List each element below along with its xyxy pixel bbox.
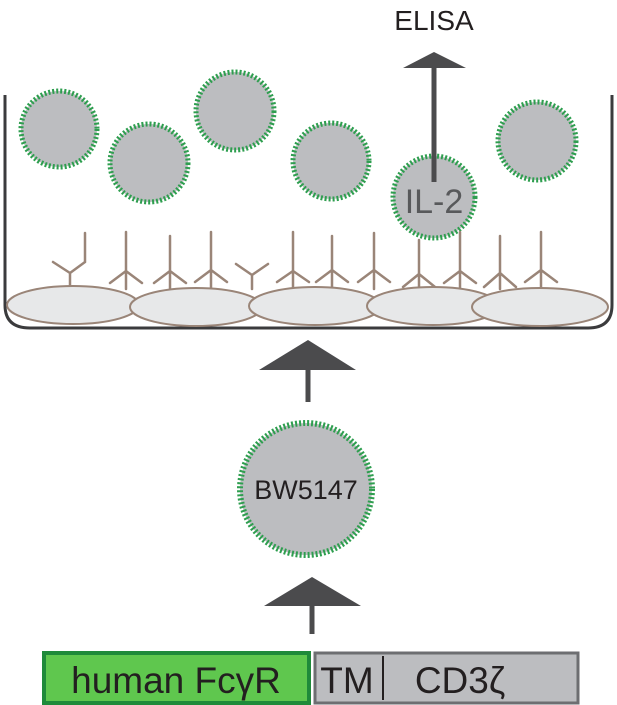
reporter-cell bbox=[18, 88, 100, 170]
target-cell bbox=[471, 287, 609, 327]
reporter-cell bbox=[495, 99, 579, 183]
antibody bbox=[401, 238, 437, 291]
antibody bbox=[442, 230, 478, 291]
antibody bbox=[152, 234, 188, 291]
target-cell bbox=[129, 287, 263, 327]
receptor-domain-label: human FcγR bbox=[71, 660, 281, 701]
target-cell bbox=[6, 285, 140, 325]
receptor-domain-box bbox=[42, 651, 311, 705]
antibody bbox=[275, 230, 311, 291]
antibody bbox=[51, 231, 87, 291]
upper-arrow-head bbox=[259, 340, 356, 370]
reporter-cells-supernatant bbox=[18, 69, 579, 241]
bw5147-label: BW5147 bbox=[254, 475, 358, 505]
target-cell bbox=[248, 286, 382, 326]
elisa-arrow-head bbox=[403, 52, 466, 68]
reporter-cell bbox=[193, 69, 277, 153]
antibody bbox=[193, 230, 229, 291]
antibody bbox=[314, 234, 350, 291]
lower-arrow-head bbox=[264, 577, 361, 606]
reporter-cell bbox=[107, 121, 191, 205]
elisa-label: ELISA bbox=[394, 5, 474, 36]
antibody bbox=[356, 231, 392, 291]
antibody bbox=[482, 234, 518, 291]
il2-label: IL-2 bbox=[405, 183, 464, 221]
antibody bbox=[523, 230, 559, 291]
target-cells bbox=[6, 285, 609, 327]
antibodies bbox=[51, 230, 559, 291]
bw5147-cell bbox=[237, 420, 375, 558]
culture-well bbox=[3, 95, 614, 330]
antibody bbox=[234, 262, 270, 291]
reporter-cell bbox=[290, 120, 372, 202]
signaling-domain-box bbox=[313, 651, 580, 705]
antibody bbox=[108, 230, 144, 291]
tm-domain-label: TM bbox=[320, 660, 373, 701]
cd3-zeta-label: CD3ζ bbox=[415, 660, 505, 701]
